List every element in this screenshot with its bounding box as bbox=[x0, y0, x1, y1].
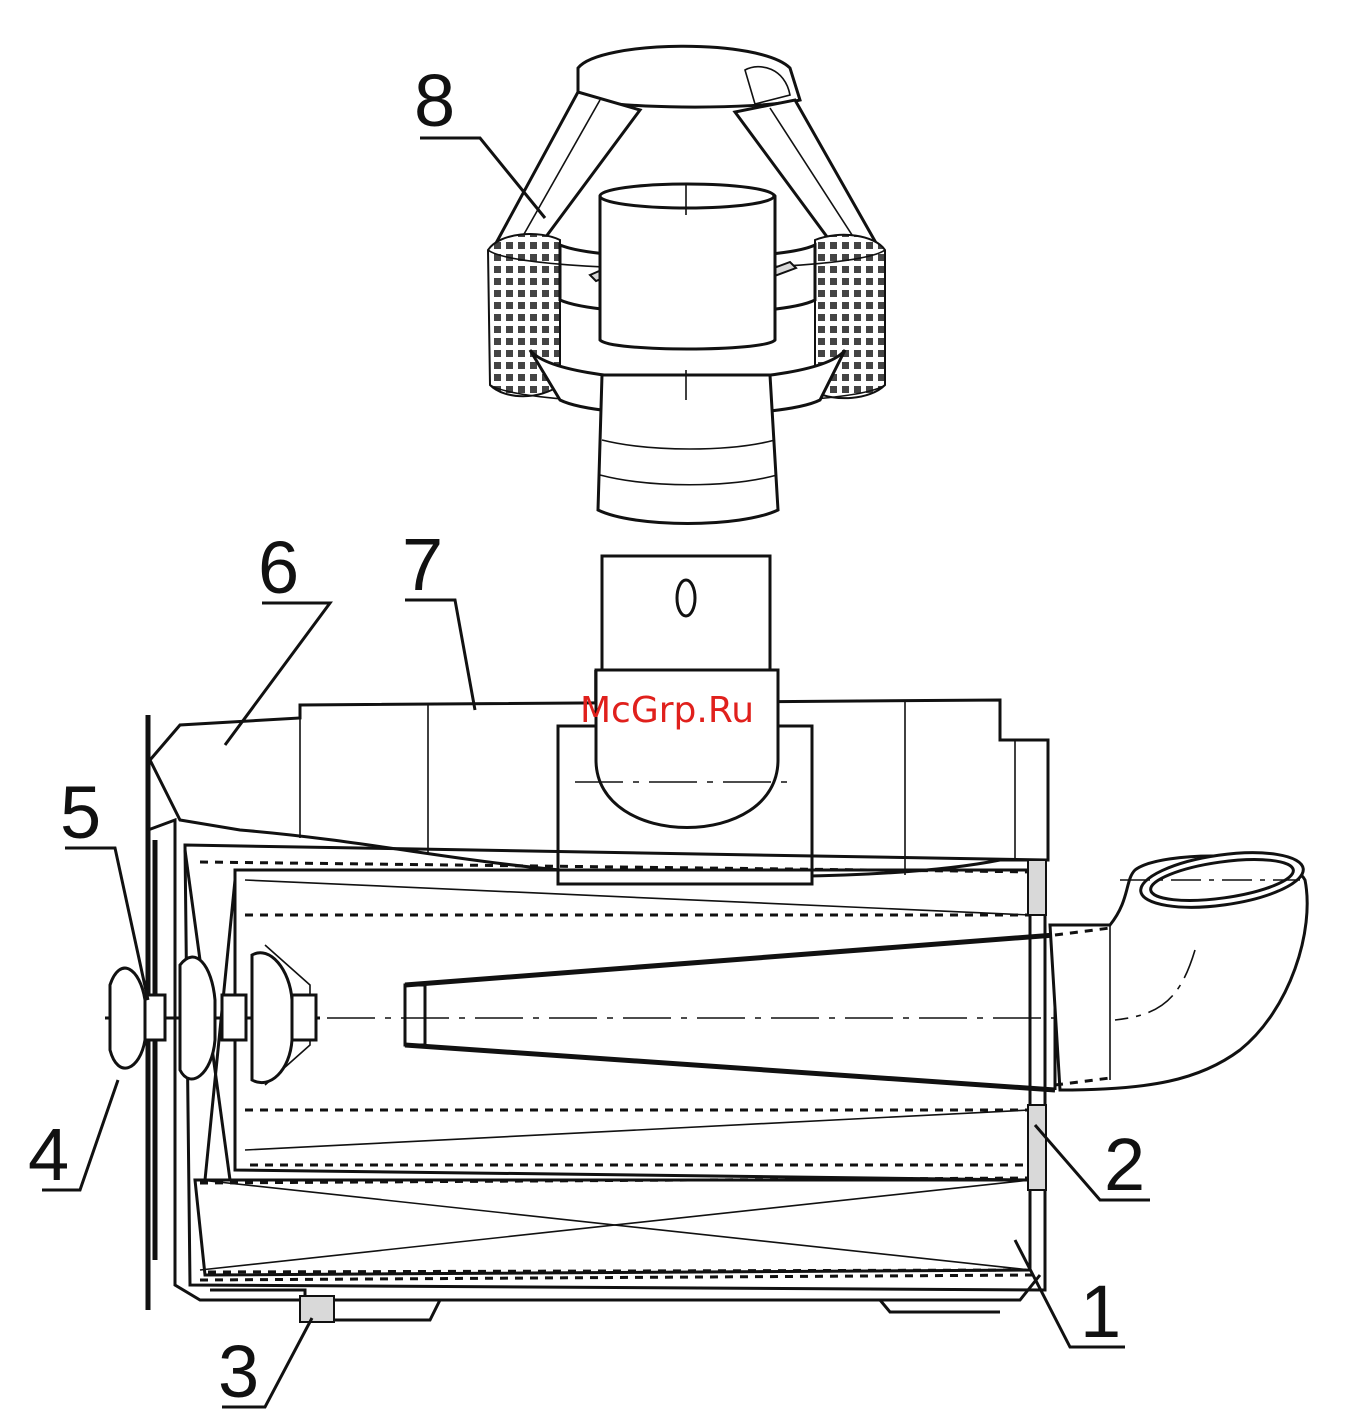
callout-2: 2 bbox=[1104, 1123, 1145, 1206]
callout-8: 8 bbox=[414, 59, 455, 142]
precleaner-cap bbox=[488, 46, 885, 523]
callout-7: 7 bbox=[402, 523, 443, 606]
callout-4: 4 bbox=[28, 1113, 69, 1196]
callout-6: 6 bbox=[258, 526, 299, 609]
inner-cone bbox=[265, 935, 1055, 1090]
outlet-elbow bbox=[1050, 844, 1307, 1090]
callout-3: 3 bbox=[218, 1330, 259, 1413]
callout-5: 5 bbox=[60, 771, 101, 854]
callout-1: 1 bbox=[1080, 1270, 1121, 1353]
safety-element bbox=[235, 860, 1046, 1190]
dust-valve bbox=[300, 1296, 334, 1322]
leader-7 bbox=[405, 600, 475, 710]
watermark: McGrp.Ru bbox=[580, 690, 754, 731]
